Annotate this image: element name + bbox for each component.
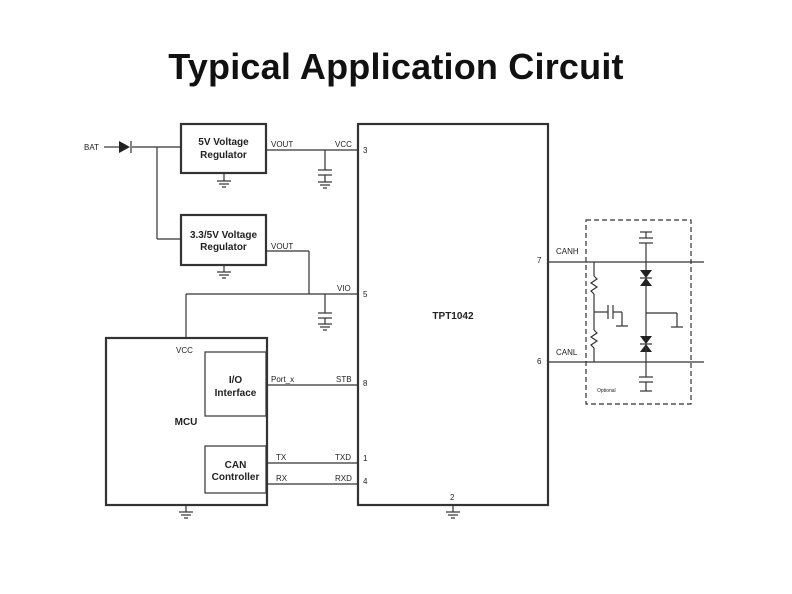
can-controller-label-line1: CAN [225, 460, 247, 471]
transceiver-label: TPT1042 [432, 311, 474, 322]
esd-protection-diodes [639, 231, 683, 392]
tx-label: TX [276, 453, 287, 462]
pin-4-number: 4 [363, 477, 368, 486]
pin-1-number: 1 [363, 454, 368, 463]
rx-label: RX [276, 474, 288, 483]
5v-voltage-regulator-box [179, 122, 268, 175]
io-label-line1: I/O [229, 375, 243, 386]
split-termination-resistors [589, 262, 628, 362]
stb-label: STB [336, 375, 352, 384]
3v3-voltage-regulator-box [179, 213, 268, 267]
tpt1042-transceiver-box [356, 122, 550, 507]
pin-5-number: 5 [363, 290, 368, 299]
vio-decoupling-capacitor [318, 312, 332, 331]
canl-label: CANL [556, 348, 578, 357]
txd-label: TXD [335, 453, 351, 462]
reg5v-label-line2: Regulator [200, 150, 247, 161]
can-controller-box [204, 445, 267, 494]
vout-label: VOUT [271, 140, 293, 149]
vcc-label: VCC [335, 140, 352, 149]
reg5v-label-line1: 5V Voltage [198, 137, 249, 148]
ground-symbol [446, 511, 460, 519]
pin-3-number: 3 [363, 146, 368, 155]
wires [104, 146, 704, 512]
diagram-title: Typical Application Circuit [168, 46, 624, 87]
mcu-box [104, 336, 269, 507]
pin-8-number: 8 [363, 379, 368, 388]
mcu-label: MCU [175, 417, 198, 428]
rxd-label: RXD [335, 474, 352, 483]
ground-symbol [179, 511, 193, 519]
vio-label: VIO [337, 284, 351, 293]
optional-label: Optional [597, 388, 616, 394]
optional-circuit-box [585, 219, 692, 405]
diode-symbol [119, 141, 132, 153]
io-label-line2: Interface [215, 388, 257, 399]
pin-2-number: 2 [450, 493, 455, 502]
vcc-decoupling-capacitor [318, 169, 332, 189]
vout2-label: VOUT [271, 242, 293, 251]
canh-label: CANH [556, 247, 579, 256]
io-interface-box [204, 351, 267, 417]
pin-6-number: 6 [537, 357, 542, 366]
port-x-label: Port_x [271, 375, 294, 384]
mcu-vcc-label: VCC [176, 346, 193, 355]
ground-symbol [217, 180, 231, 188]
can-controller-label-line2: Controller [212, 472, 260, 483]
reg33-label-line1: 3.3/5V Voltage [190, 230, 258, 241]
ground-symbol [217, 271, 231, 279]
reg33-label-line2: Regulator [200, 242, 247, 253]
pin-7-number: 7 [537, 256, 542, 265]
bat-label: BAT [84, 143, 99, 152]
